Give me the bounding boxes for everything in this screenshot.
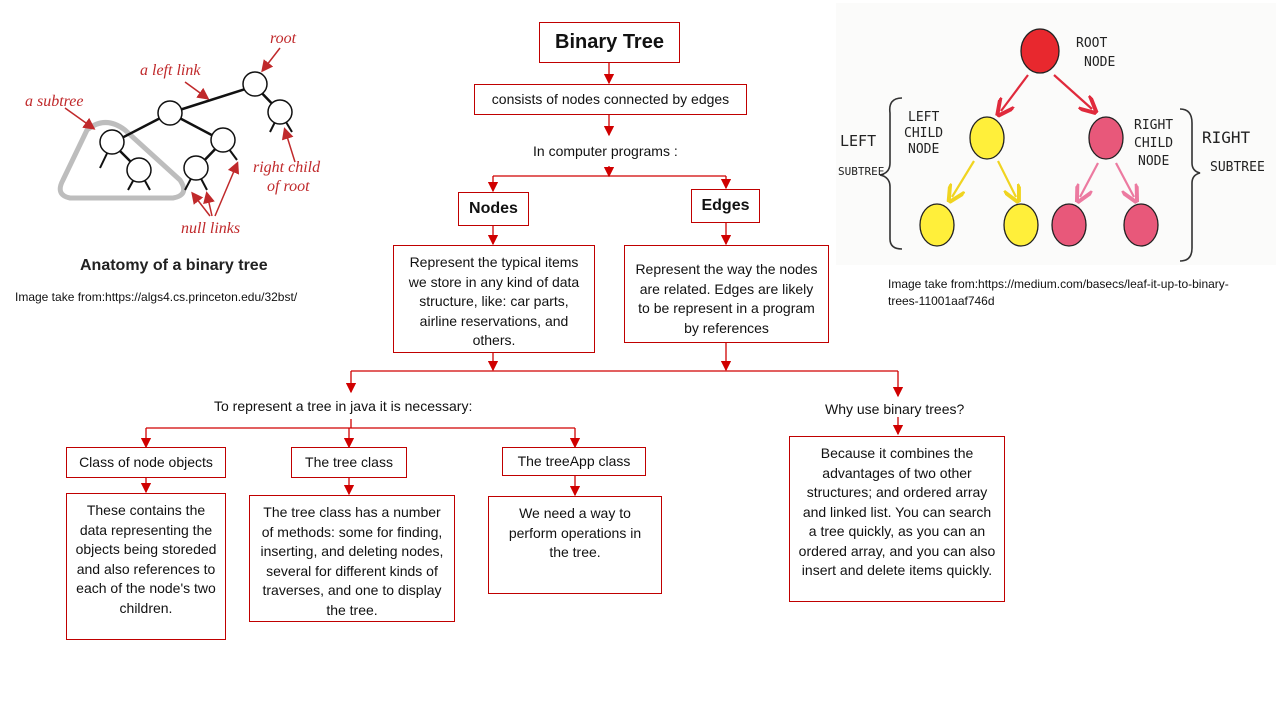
nodes-description-box: Represent the typical items we store in … [393, 245, 595, 353]
edges-box: Edges [691, 189, 760, 223]
tree-node-root [242, 71, 268, 97]
label-right-child: right child [253, 159, 321, 176]
hand-right-subtree-label: SUBTREE [1210, 160, 1265, 175]
label-subtree: a subtree [25, 93, 84, 110]
left-child-circle [969, 116, 1005, 160]
hand-right-subtree-label: RIGHT [1202, 128, 1251, 147]
tree-node [267, 99, 293, 125]
hand-left-child-label: NODE [908, 142, 939, 157]
tree-class-description: The tree class has a number of methods: … [260, 504, 444, 618]
root-node-circle [1020, 28, 1060, 74]
class-node-objects-box: Class of node objects [66, 447, 226, 478]
hand-root-label: ROOT [1076, 36, 1107, 51]
hand-left-child-label: CHILD [904, 126, 943, 141]
nodes-box: Nodes [458, 192, 529, 226]
treeapp-description-box: We need a way to perform operations in t… [488, 496, 662, 594]
definition-box: consists of nodes connected by edges [474, 84, 747, 115]
diagram-title: Binary Tree [555, 30, 664, 53]
tree-class-label: The tree class [305, 453, 393, 470]
right-child-circle [1088, 116, 1124, 160]
tree-node [126, 157, 152, 183]
hand-right-child-label: NODE [1138, 154, 1169, 169]
edges-description: Represent the way the nodes are related.… [635, 261, 818, 336]
node-objects-description-box: These contains the data representing the… [66, 493, 226, 640]
handdrawn-tree-figure: ROOT NODE LEFT CHILD NODE RIGHT CHILD NO… [836, 3, 1276, 265]
java-heading: To represent a tree in java it is necess… [214, 398, 473, 414]
leaf-yellow [919, 203, 955, 247]
hand-right-child-label: CHILD [1134, 136, 1173, 151]
anatomy-title: Anatomy of a binary tree [80, 257, 268, 274]
tree-node [157, 100, 183, 126]
treeapp-description: We need a way to perform operations in t… [508, 505, 642, 560]
treeapp-class-box: The treeApp class [502, 447, 646, 476]
why-heading: Why use binary trees? [825, 401, 965, 417]
hand-root-label: NODE [1084, 55, 1115, 70]
nodes-description: Represent the typical items we store in … [408, 254, 580, 348]
edges-description-box: Represent the way the nodes are related.… [624, 245, 829, 343]
anatomy-tree-figure: root a left link a subtree right child o… [25, 30, 321, 237]
hand-right-child-label: RIGHT [1134, 118, 1173, 133]
leaf-yellow [1003, 203, 1039, 247]
label-of-root: of root [267, 178, 310, 195]
right-image-caption-1: Image take from:https://medium.com/basec… [888, 277, 1229, 291]
hand-left-subtree-label: SUBTREE [838, 165, 884, 178]
hand-left-child-label: LEFT [908, 110, 939, 125]
node-objects-description: These contains the data representing the… [75, 502, 217, 616]
treeapp-class-label: The treeApp class [517, 452, 631, 469]
tree-class-box: The tree class [291, 447, 407, 478]
tree-node [210, 127, 236, 153]
class-node-objects-label: Class of node objects [79, 453, 213, 470]
tree-node [99, 129, 125, 155]
label-root: root [270, 30, 297, 47]
leaf-pink [1051, 203, 1087, 247]
left-subtree-brace [879, 97, 903, 250]
label-left-link: a left link [140, 62, 201, 79]
hand-left-subtree-label: LEFT [840, 132, 876, 150]
why-description: Because it combines the advantages of tw… [798, 445, 996, 578]
nodes-label: Nodes [469, 200, 518, 218]
tree-node [183, 155, 209, 181]
left-image-caption: Image take from:https://algs4.cs.princet… [15, 290, 298, 304]
why-description-box: Because it combines the advantages of tw… [789, 436, 1005, 602]
in-programs-label: In computer programs : [533, 143, 678, 159]
subtree-highlight [57, 120, 187, 201]
leaf-pink [1123, 203, 1159, 247]
right-subtree-brace [1179, 108, 1201, 262]
edges-label: Edges [701, 197, 750, 215]
definition-text: consists of nodes connected by edges [491, 90, 730, 107]
title-box: Binary Tree [539, 22, 680, 63]
tree-class-description-box: The tree class has a number of methods: … [249, 495, 455, 622]
right-image-caption-2: trees-11001aaf746d [888, 294, 995, 308]
label-null-links: null links [181, 220, 240, 237]
